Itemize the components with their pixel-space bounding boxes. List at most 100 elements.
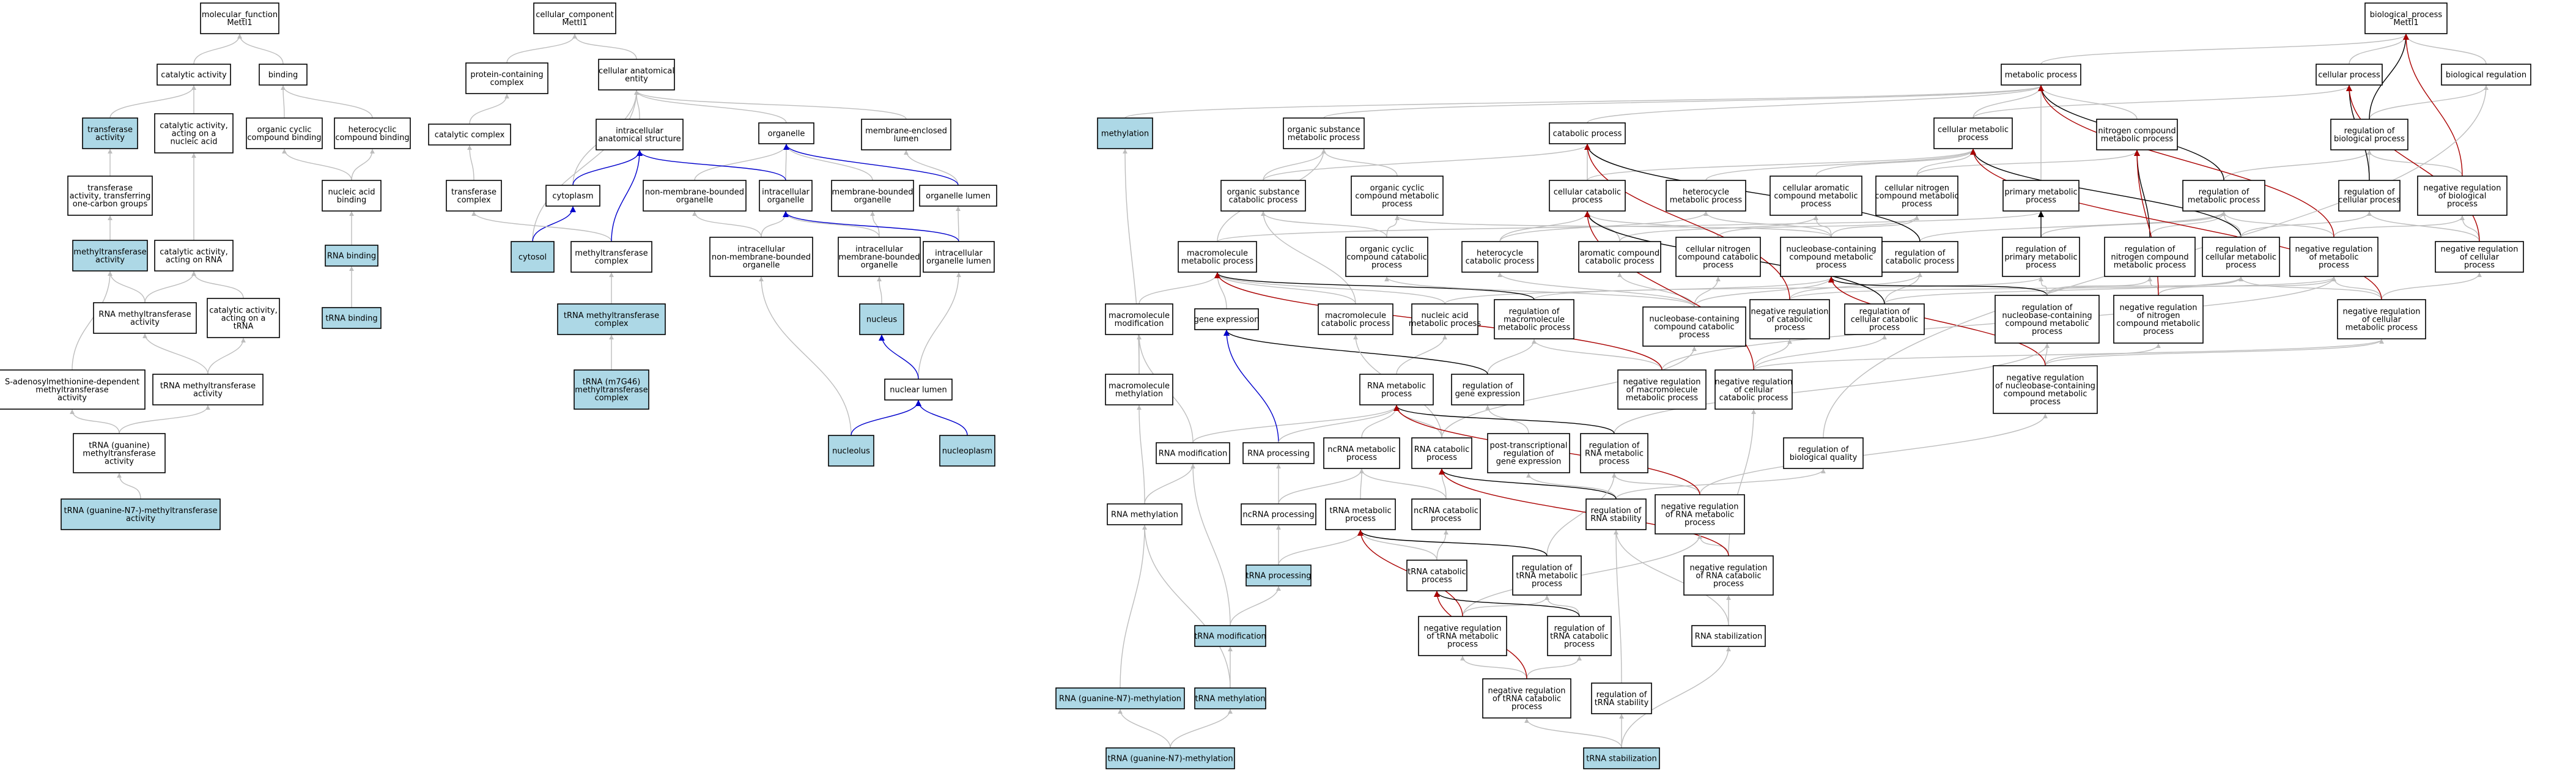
term-node-ncrna-processing[interactable]: ncRNA processing — [1241, 503, 1316, 525]
term-node-trna-guan-n7-mtase[interactable]: tRNA (guanine-N7-)-methyltransferaseacti… — [61, 498, 221, 530]
term-node-nucleus[interactable]: nucleus — [859, 303, 904, 335]
term-node-bio-reg[interactable]: biological regulation — [2441, 64, 2531, 86]
term-node-sam-mtase[interactable]: S-adenosylmethionine-dependentmethyltran… — [0, 369, 146, 410]
term-node-rna-binding[interactable]: RNA binding — [325, 245, 378, 267]
term-node-cytosol[interactable]: cytosol — [511, 241, 555, 273]
term-node-trna-mod[interactable]: tRNA modification — [1194, 625, 1266, 647]
term-node-catalytic[interactable]: catalytic activity — [157, 64, 231, 86]
term-node-cellular-proc[interactable]: cellular process — [2316, 64, 2383, 86]
term-node-trna-stabilization[interactable]: tRNA stabilization — [1583, 747, 1660, 769]
term-node-binding[interactable]: binding — [259, 64, 308, 86]
term-node-rna-processing[interactable]: RNA processing — [1242, 442, 1315, 464]
term-node-gene-expr[interactable]: gene expression — [1194, 308, 1260, 330]
term-node-rna-guan-n7[interactable]: RNA (guanine-N7)-methylation — [1055, 687, 1185, 709]
term-node-org-lumen[interactable]: organelle lumen — [919, 185, 997, 207]
term-node-nucleoplasm[interactable]: nucleoplasm — [939, 435, 995, 467]
term-node-rna-mod[interactable]: RNA modification — [1156, 442, 1230, 464]
term-node-trna-guan-n7[interactable]: tRNA (guanine-N7)-methylation — [1105, 747, 1235, 769]
term-node-metabolic[interactable]: metabolic process — [2001, 64, 2081, 86]
term-node-nucleolus[interactable]: nucleolus — [828, 435, 874, 467]
term-node-cat-rna[interactable]: catalytic activity,acting on RNA — [154, 240, 234, 272]
term-node-trna-binding[interactable]: tRNA binding — [322, 307, 382, 329]
term-node-trna-methylation[interactable]: tRNA methylation — [1194, 687, 1266, 709]
term-node-trna-processing[interactable]: tRNA processing — [1246, 564, 1312, 586]
term-node-catabolic[interactable]: catabolic process — [1549, 122, 1626, 144]
term-node-methylation[interactable]: methylation — [1097, 117, 1153, 149]
term-node-cytoplasm[interactable]: cytoplasm — [545, 185, 600, 207]
term-node-rna-stabilization[interactable]: RNA stabilization — [1691, 625, 1766, 647]
term-node-rna-methylation[interactable]: RNA methylation — [1107, 503, 1183, 525]
term-node-organelle[interactable]: organelle — [758, 122, 814, 144]
